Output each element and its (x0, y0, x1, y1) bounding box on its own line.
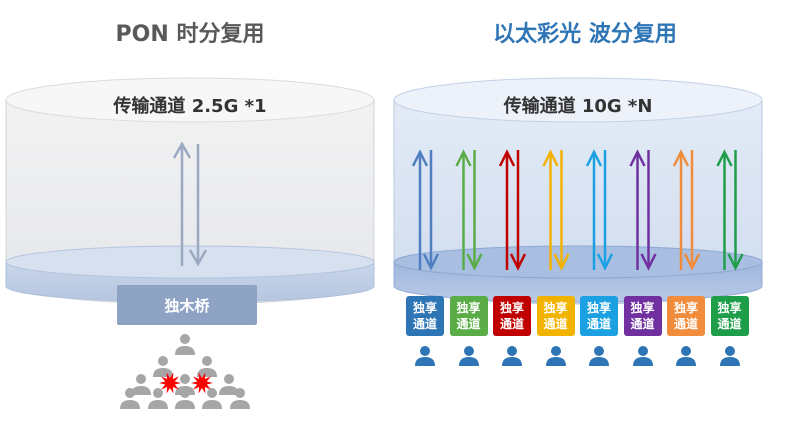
person-icon (131, 374, 151, 395)
channel-line2: 通道 (673, 317, 698, 331)
channel-line1: 独享 (456, 301, 481, 315)
dedicated-channel-box: 独享通道 (580, 296, 618, 336)
channel-arrow-pair (498, 149, 527, 271)
channel-line2: 通道 (543, 317, 568, 331)
channel-arrow-pair (629, 149, 657, 271)
channel-line1: 独享 (673, 301, 698, 315)
dedicated-channel-box: 独享通道 (536, 296, 575, 336)
dedicated-channel-box: 独享通道 (623, 296, 662, 336)
left-title: PON 时分复用 (115, 22, 265, 47)
channel-line2: 通道 (717, 317, 742, 331)
person-icon (719, 346, 740, 366)
person-icon (197, 356, 217, 377)
channel-arrow-pair (411, 149, 440, 271)
person-icon (502, 346, 522, 366)
single-bridge-box: 独木桥 (117, 285, 257, 325)
channel-line2: 通道 (456, 317, 481, 331)
channel-line1: 独享 (412, 301, 437, 315)
person-icon (458, 346, 479, 366)
channel-line2: 通道 (412, 317, 437, 331)
channel-line1: 独享 (543, 301, 568, 315)
channel-arrow-pair (716, 149, 744, 271)
channel-line2: 通道 (586, 317, 611, 331)
grey-crowd (120, 334, 250, 409)
dedicated-channel-box: 独享通道 (667, 296, 705, 336)
person-icon (175, 388, 195, 409)
dedicated-channel-box: 独享通道 (406, 296, 444, 336)
channel-line1: 独享 (630, 301, 655, 315)
person-icon (120, 388, 140, 409)
person-icon (219, 374, 239, 395)
person-icon (545, 346, 566, 366)
collision-burst-icon (191, 372, 213, 394)
left-bidirectional-arrow (172, 141, 208, 267)
channel-line1: 独享 (717, 301, 742, 315)
collision-burst-icon (159, 372, 181, 394)
person-icon (415, 346, 435, 366)
left-channel-label: 传输通道 2.5G *1 (113, 96, 267, 117)
channel-line2: 通道 (499, 317, 524, 331)
channel-arrow-pair (672, 149, 701, 271)
channel-arrow-pair (455, 149, 483, 271)
dedicated-channel-box: 独享通道 (493, 296, 531, 336)
person-icon (175, 334, 195, 355)
person-icon (148, 388, 168, 409)
channel-line1: 独享 (586, 301, 611, 315)
channel-arrow-pair (585, 149, 614, 271)
person-icon (153, 356, 173, 377)
person-icon (676, 346, 696, 366)
person-icon (202, 388, 222, 409)
right-title: 以太彩光 波分复用 (493, 22, 677, 47)
person-icon (230, 388, 250, 409)
left-cylinder (5, 77, 375, 305)
dedicated-channel-box: 独享通道 (449, 296, 488, 336)
right-channel-label: 传输通道 10G *N (503, 96, 653, 117)
channel-arrow-pair (542, 149, 570, 271)
dedicated-channel-box: 独享通道 (710, 296, 749, 336)
channel-line1: 独享 (499, 301, 524, 315)
right-arrows (411, 149, 744, 271)
person-icon (632, 346, 653, 366)
person-icon (589, 346, 609, 366)
channel-line2: 通道 (630, 317, 655, 331)
